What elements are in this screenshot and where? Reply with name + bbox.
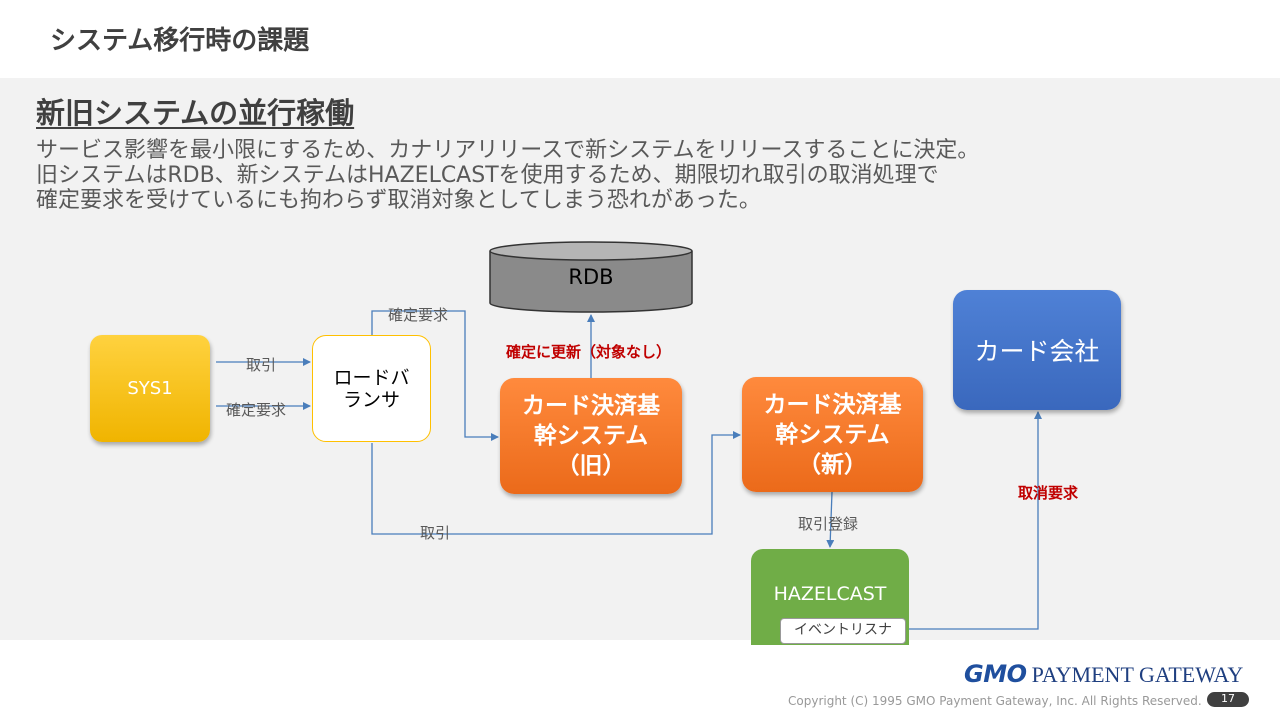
new-system-node: カード決済基 幹システム （新） xyxy=(742,377,923,492)
edge-new-hazelcast xyxy=(826,491,835,548)
edge-listener-card xyxy=(905,411,1042,630)
edge-label-register: 取引登録 xyxy=(798,515,859,533)
rdb-cylinder xyxy=(489,241,693,313)
node-label-line: ランサ xyxy=(342,388,400,411)
logo-text: PAYMENT GATEWAY xyxy=(1031,662,1244,687)
company-logo: GMO PAYMENT GATEWAY xyxy=(964,660,1243,688)
rdb-label: RDB xyxy=(568,265,614,289)
slide-header: システム移行時の課題 xyxy=(0,0,1280,78)
description-line: サービス影響を最小限にするため、カナリアリリースで新システムをリリースすることに… xyxy=(36,138,980,163)
event-listener-node: イベントリスナ xyxy=(780,618,906,644)
description: サービス影響を最小限にするため、カナリアリリースで新システムをリリースすることに… xyxy=(36,138,979,213)
node-label-line: 幹システム xyxy=(533,423,649,449)
node-label-line: 幹システム xyxy=(775,421,890,448)
edge-label-transaction: 取引 xyxy=(246,356,277,374)
node-label-line: カード決済基 xyxy=(522,393,660,419)
node-label-line: （旧） xyxy=(556,453,626,479)
edge-label-confirm: 確定要求 xyxy=(226,401,287,419)
load-balancer-node: ロードバ ランサ xyxy=(312,335,431,442)
edge-label-transaction: 取引 xyxy=(420,524,451,542)
old-system-node: カード決済基 幹システム （旧） xyxy=(500,378,682,494)
node-label-line: カード決済基 xyxy=(763,391,902,418)
edge-label-confirm: 確定要求 xyxy=(388,306,449,324)
copyright: Copyright (C) 1995 GMO Payment Gateway, … xyxy=(788,694,1202,708)
slide-title: システム移行時の課題 xyxy=(50,26,310,56)
edge-label-update-confirm: 確定に更新（対象なし） xyxy=(506,343,672,361)
section-title: 新旧システムの並行稼働 xyxy=(36,96,355,130)
description-line: 旧システムはRDB、新システムはHAZELCASTを使用するため、期限切れ取引の… xyxy=(36,163,939,188)
edge-lb-new-transaction xyxy=(371,431,741,535)
description-line: 確定要求を受けているにも拘わらず取消対象としてしまう恐れがあった。 xyxy=(36,188,761,213)
edge-label-cancel-request: 取消要求 xyxy=(1018,484,1079,502)
node-label-line: ロードバ xyxy=(333,366,410,389)
card-company-node: カード会社 xyxy=(953,290,1121,410)
logo-gmo: GMO xyxy=(964,660,1027,688)
edge-lb-old-confirm xyxy=(371,310,499,441)
page-number: 17 xyxy=(1207,692,1249,707)
sys1-node: SYS1 xyxy=(90,335,210,442)
node-label-line: （新） xyxy=(798,451,867,478)
